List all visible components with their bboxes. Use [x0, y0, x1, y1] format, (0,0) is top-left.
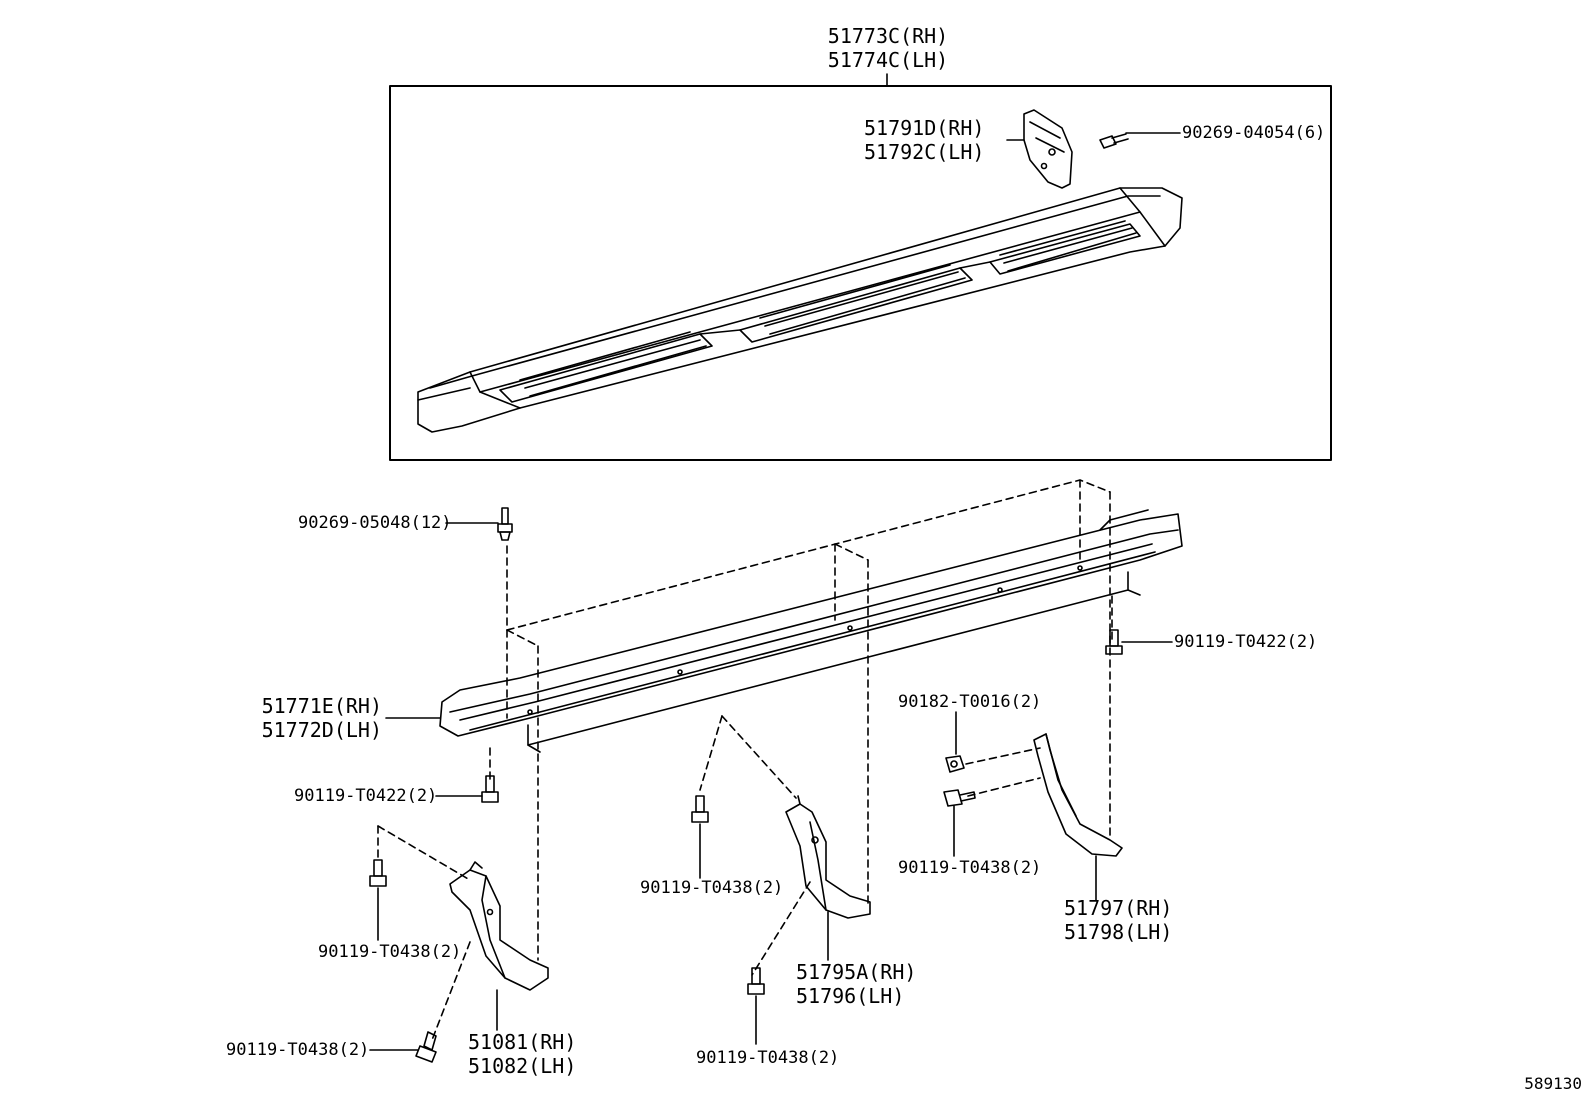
side-rail: [439, 509, 1183, 753]
callout-bolt-right-lower: 90119-T0438(2): [898, 858, 1042, 878]
front-bracket: [449, 861, 549, 991]
callout-step-assembly: 51773C(RH) 51774C(LH): [826, 24, 950, 72]
part-number-lh: 51082(LH): [468, 1054, 577, 1078]
callout-screw-top: 90269-04054(6): [1182, 123, 1326, 143]
callout-bolt-mid-lower: 90119-T0438(2): [696, 1048, 840, 1068]
callout-bracket-front: 51081(RH) 51082(LH): [468, 1030, 576, 1078]
alignment-lines: [377, 479, 1113, 1041]
step-assembly-frame: [389, 85, 1332, 461]
end-bracket-part: [1023, 109, 1073, 189]
callout-rail: 51771E(RH) 51772D(LH): [256, 694, 382, 742]
rear-bracket: [1033, 733, 1123, 857]
part-number-rh: 51081(RH): [468, 1030, 577, 1054]
callout-screw-rail: 90269-05048(12): [298, 513, 452, 533]
callout-bolt-mid-upper: 90119-T0438(2): [640, 878, 784, 898]
bolt-right-lower: [943, 789, 976, 807]
callout-bolt-left-lower: 90119-T0438(2): [226, 1040, 370, 1060]
callout-nut-right: 90182-T0016(2): [898, 692, 1042, 712]
part-number-lh: 51772D(LH): [261, 718, 382, 742]
screw-90269-04054: [1099, 133, 1129, 149]
center-bracket: [785, 795, 871, 919]
callout-bolt-left-upper: 90119-T0422(2): [294, 786, 438, 806]
part-number-lh: 51798(LH): [1064, 920, 1173, 944]
bolt-right-upper: [1105, 629, 1123, 655]
callout-bolt-left-mid: 90119-T0438(2): [318, 942, 462, 962]
part-number-lh: 51796(LH): [796, 984, 905, 1008]
nut-90182: [945, 755, 965, 773]
part-number-rh: 51791D(RH): [864, 116, 985, 140]
screw-90269-05048: [497, 507, 513, 541]
bolt-left-lower: [415, 1031, 437, 1063]
part-number-lh: 51792C(LH): [864, 140, 985, 164]
part-number-rh: 51797(RH): [1064, 896, 1173, 920]
callout-end-bracket: 51791D(RH) 51792C(LH): [864, 116, 984, 164]
bolt-mid-upper: [691, 795, 709, 823]
bolt-left-mid: [369, 859, 387, 887]
part-number-rh: 51773C(RH): [827, 24, 949, 48]
callout-bracket-center: 51795A(RH) 51796(LH): [796, 960, 916, 1008]
diagram-id: 589130: [1524, 1074, 1582, 1093]
bolt-mid-lower: [747, 967, 765, 995]
running-board-step: [417, 187, 1183, 433]
part-number-lh: 51774C(LH): [827, 48, 949, 72]
part-number-rh: 51771E(RH): [261, 694, 382, 718]
callout-bracket-rear: 51797(RH) 51798(LH): [1064, 896, 1172, 944]
part-number-rh: 51795A(RH): [796, 960, 917, 984]
bolt-left-upper: [481, 775, 499, 803]
callout-bolt-right-upper: 90119-T0422(2): [1174, 632, 1318, 652]
